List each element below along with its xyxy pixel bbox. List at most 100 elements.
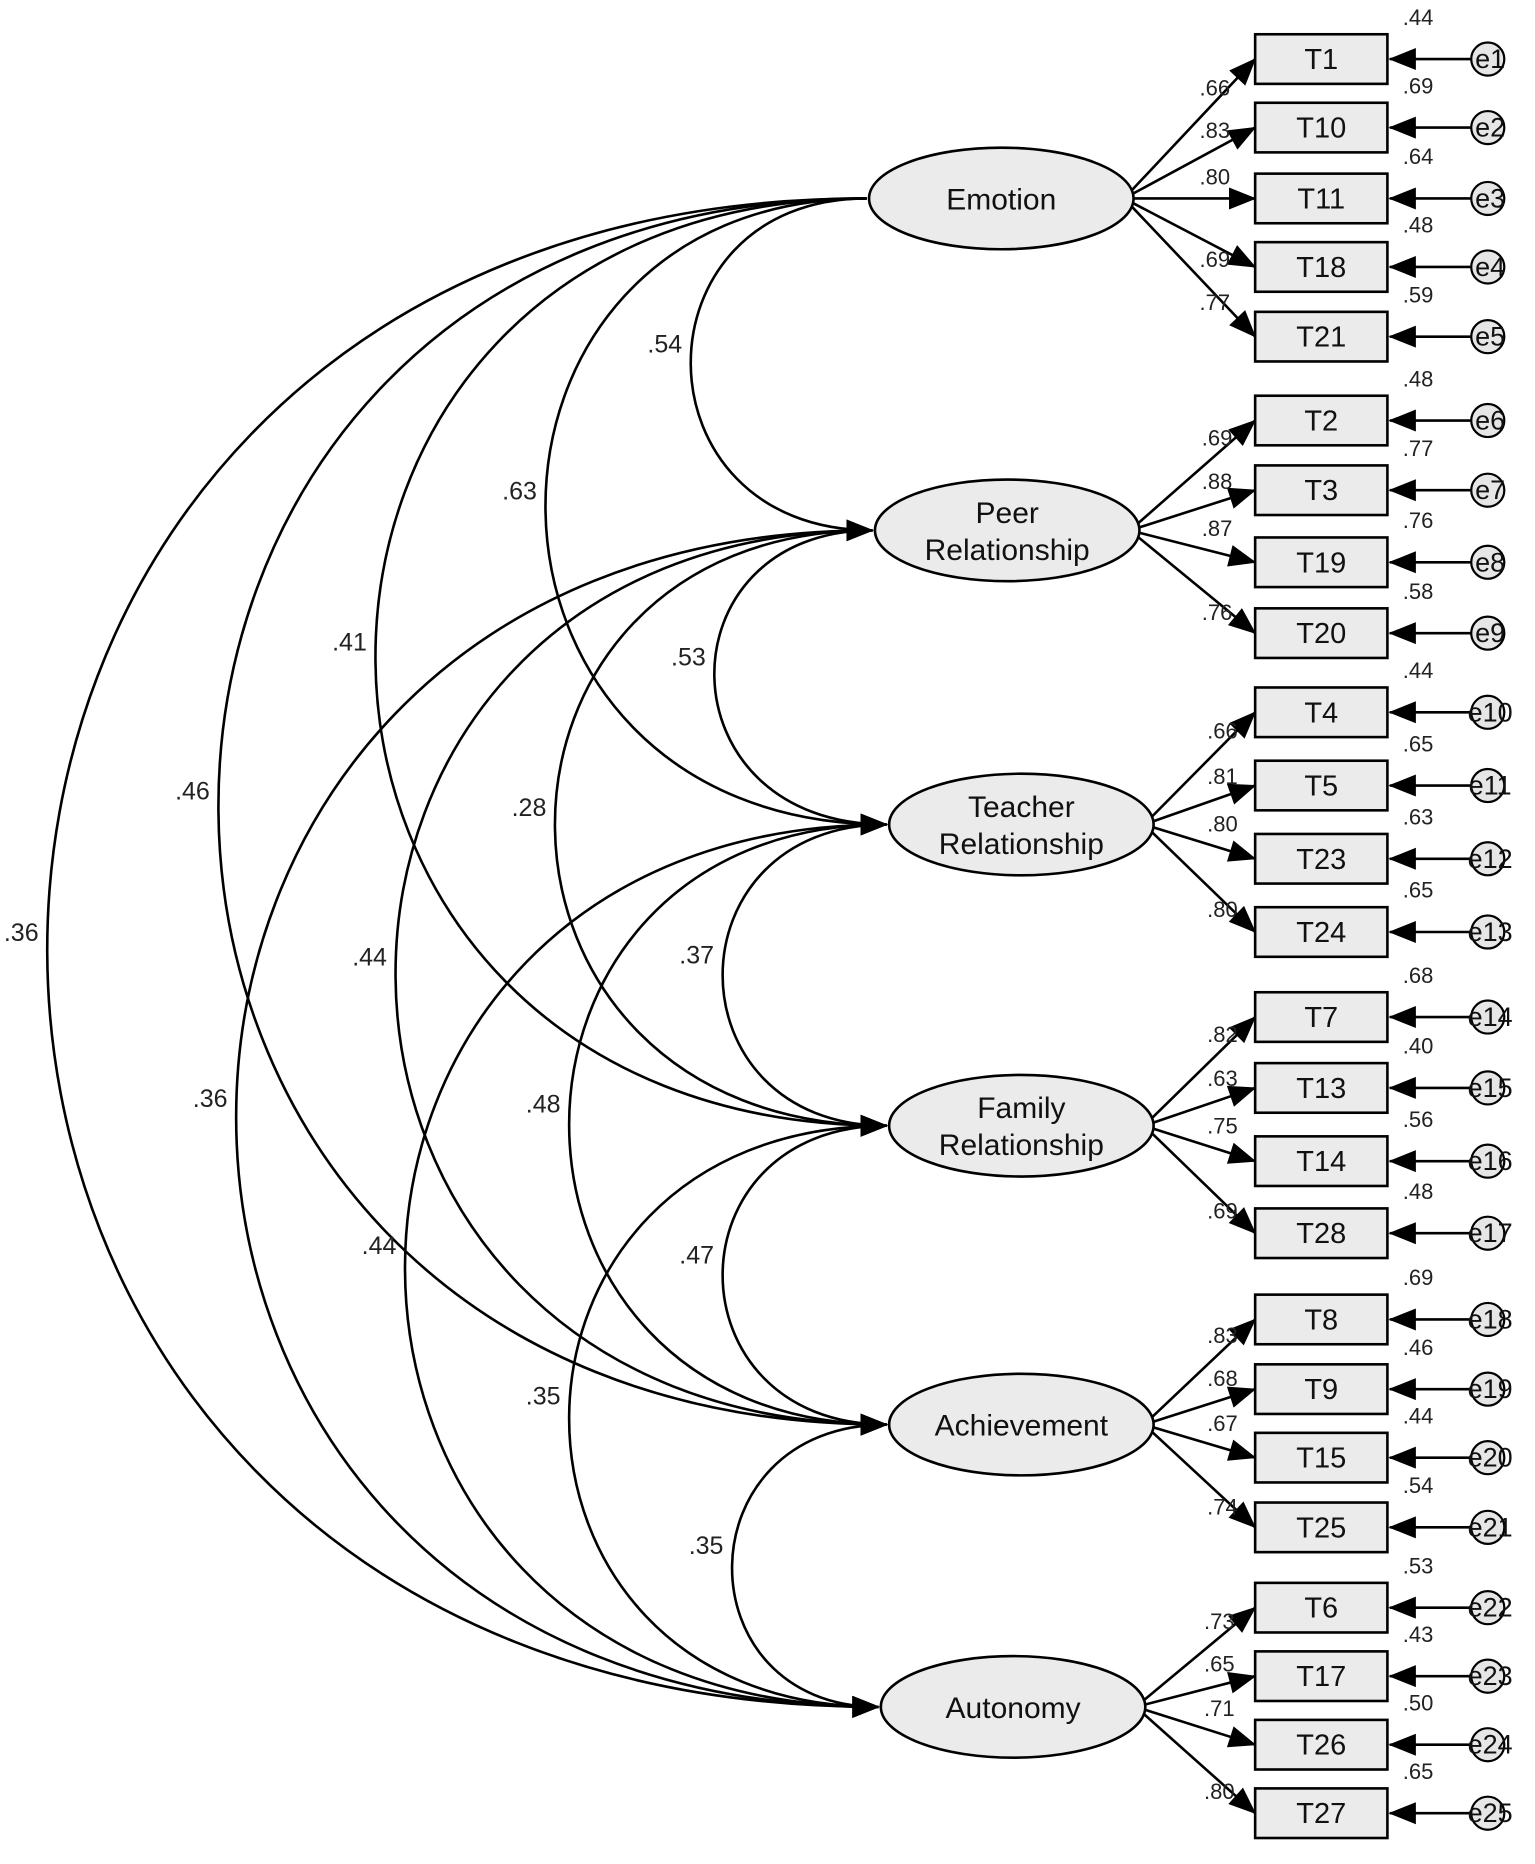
loading-path-T28 [1143, 1124, 1257, 1235]
indicator-label-T4: T4 [1304, 697, 1338, 729]
error-label-e6: e6 [1475, 406, 1505, 436]
loading-path-T7 [1143, 1016, 1257, 1127]
correlation-value-family-achievement: .47 [679, 1241, 714, 1269]
loading-value-T9: .68 [1207, 1366, 1238, 1391]
r-squared-T15: .44 [1403, 1403, 1434, 1428]
latent-factor-peer [873, 478, 1141, 583]
indicator-label-T17: T17 [1296, 1661, 1346, 1693]
error-term-e25 [1470, 1795, 1506, 1831]
loading-path-T3 [1129, 487, 1257, 532]
indicator-box-T23 [1253, 832, 1389, 885]
correlation-layer [46, 197, 889, 1718]
correlation-arc-emotion-achievement [217, 197, 889, 1436]
indicator-box-T27 [1253, 1787, 1389, 1840]
error-term-e5 [1470, 319, 1506, 355]
r-squared-T3: .77 [1403, 436, 1434, 461]
loading-path-T19 [1129, 529, 1257, 567]
error-term-e10 [1470, 694, 1506, 730]
indicator-box-T17 [1253, 1650, 1389, 1703]
loading-value-T20: .76 [1202, 600, 1233, 625]
error-label-e21: e21 [1468, 1512, 1513, 1542]
correlation-value-emotion-achievement: .46 [175, 778, 210, 806]
error-label-e17: e17 [1468, 1218, 1513, 1248]
error-term-e16 [1470, 1143, 1506, 1179]
error-label-e4: e4 [1475, 252, 1505, 282]
correlation-value-achievement-autonomy: .35 [689, 1532, 724, 1560]
correlation-arc-teacher-family [721, 823, 889, 1137]
r-squared-T1: .44 [1403, 5, 1434, 30]
loading-value-T10: .83 [1200, 118, 1231, 143]
latent-factor-autonomy [879, 1654, 1147, 1759]
indicator-box-T18 [1253, 240, 1389, 294]
correlation-arc-family-autonomy [567, 1124, 887, 1718]
correlation-value-peer-autonomy: .36 [193, 1085, 228, 1113]
latent-factor-achievement [887, 1372, 1155, 1477]
loading-path-T13 [1143, 1085, 1257, 1127]
error-term-e24 [1470, 1727, 1506, 1763]
error-term-e23 [1470, 1658, 1506, 1694]
r-squared-T13: .40 [1403, 1034, 1434, 1059]
indicator-box-T11 [1253, 172, 1389, 225]
r-squared-T8: .69 [1403, 1265, 1434, 1290]
loading-value-T26: .71 [1204, 1696, 1235, 1721]
correlation-arc-emotion-autonomy [46, 197, 880, 1718]
r-squared-T24: .65 [1403, 878, 1434, 903]
correlation-value-emotion-autonomy: .36 [4, 919, 39, 947]
indicator-label-T18: T18 [1296, 252, 1346, 284]
loading-value-T2: .69 [1202, 426, 1233, 451]
error-label-e15: e15 [1468, 1073, 1513, 1103]
indicator-box-T13 [1253, 1061, 1389, 1115]
indicator-box-T25 [1253, 1501, 1389, 1554]
loading-path-T24 [1143, 823, 1257, 933]
loading-path-T1 [1123, 58, 1257, 200]
indicator-box-T3 [1253, 464, 1389, 517]
correlation-arc-peer-teacher [713, 529, 889, 836]
loading-value-T6: .73 [1204, 1609, 1235, 1634]
latent-factor-family [887, 1073, 1155, 1178]
error-term-e21 [1470, 1509, 1506, 1545]
latent-factor-emotion [867, 146, 1135, 251]
loading-path-T27 [1135, 1705, 1257, 1815]
error-term-e17 [1470, 1215, 1506, 1251]
error-label-e20: e20 [1468, 1443, 1513, 1473]
loading-path-layer [1123, 48, 1472, 1825]
indicator-label-T11: T11 [1297, 183, 1345, 215]
correlation-value-teacher-achievement: .48 [526, 1091, 561, 1119]
loading-path-T4 [1143, 711, 1257, 826]
loading-value-T1: .66 [1200, 75, 1231, 100]
indicator-label-T2: T2 [1304, 406, 1338, 438]
correlation-arc-family-achievement [721, 1124, 889, 1436]
error-label-e1: e1 [1475, 44, 1505, 74]
loading-value-T23: .80 [1207, 812, 1238, 837]
indicator-box-T20 [1253, 607, 1389, 660]
indicator-box-T28 [1253, 1207, 1389, 1260]
r-squared-T6: .53 [1403, 1553, 1434, 1578]
indicator-label-T10: T10 [1296, 113, 1346, 145]
indicator-label-T14: T14 [1296, 1146, 1346, 1178]
indicator-label-T21: T21 [1296, 322, 1346, 354]
r-squared-T26: .50 [1403, 1690, 1434, 1715]
error-term-e22 [1470, 1590, 1506, 1626]
error-term-e7 [1470, 472, 1506, 508]
latent-factor-label-peer-line1: Peer [976, 497, 1039, 530]
error-label-e25: e25 [1468, 1798, 1513, 1828]
r-squared-T10: .69 [1403, 73, 1434, 98]
indicator-box-T26 [1253, 1718, 1389, 1771]
latent-factor-label-family-line2: Relationship [939, 1129, 1104, 1162]
r-squared-T20: .58 [1403, 579, 1434, 604]
indicator-label-T13: T13 [1296, 1073, 1346, 1105]
error-label-e9: e9 [1475, 618, 1505, 648]
error-label-e2: e2 [1475, 113, 1505, 143]
error-term-e4 [1470, 249, 1506, 285]
error-term-e19 [1470, 1371, 1506, 1407]
indicator-label-T26: T26 [1296, 1730, 1346, 1762]
r-squared-T11: .64 [1403, 144, 1434, 169]
error-label-e5: e5 [1475, 322, 1505, 352]
latent-factor-label-family-line1: Family [977, 1092, 1065, 1125]
indicator-label-T15: T15 [1296, 1443, 1346, 1475]
indicator-label-T7: T7 [1304, 1002, 1338, 1034]
error-term-e1 [1470, 41, 1506, 77]
error-term-e3 [1470, 180, 1506, 217]
indicator-box-T6 [1253, 1581, 1389, 1634]
